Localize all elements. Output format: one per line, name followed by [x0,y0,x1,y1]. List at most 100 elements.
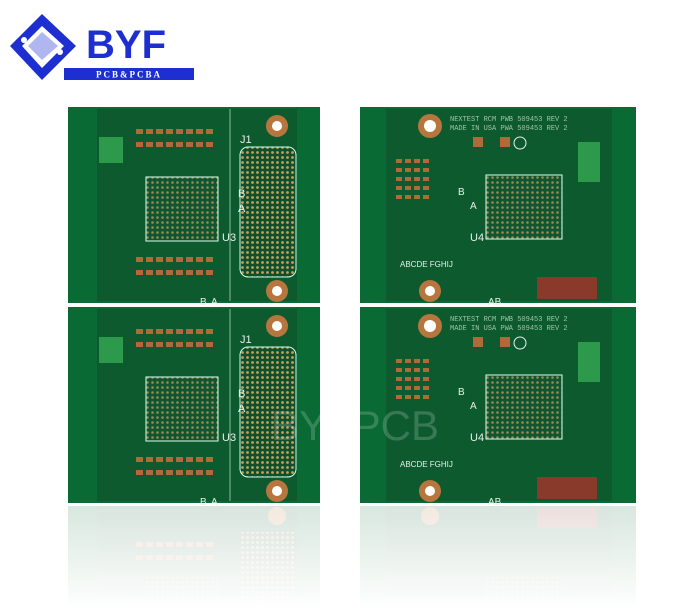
connector-j1 [239,146,297,278]
smd-component [136,270,143,275]
smd-component [414,186,420,190]
smd-component [405,377,411,381]
smd-component [156,257,163,262]
smd-component [423,186,429,190]
smd-component [473,337,483,347]
smd-component [396,177,402,181]
smd-component [136,142,143,147]
smd-component [414,368,420,372]
smd-component [186,257,193,262]
hole [425,486,435,496]
smd-component [423,177,429,181]
silkscreen-line1: NEXTEST RCM PWB 509453 REV 2 [450,316,568,324]
smd-component [166,470,173,475]
smd-component [196,142,203,147]
smd-component [196,129,203,134]
smd-component [196,342,203,347]
smd-component [206,329,213,334]
logo-banner [64,68,194,80]
smd-component [156,342,163,347]
smd-component [414,395,420,399]
smd-component [156,470,163,475]
smd-component [166,142,173,147]
copper-pad [537,477,597,499]
smd-component [176,457,183,462]
hole [424,320,436,332]
label-ab: AB [488,497,502,508]
smd-component [156,142,163,147]
smd-component [396,195,402,199]
smd-component [136,129,143,134]
label-j1: J1 [240,334,252,346]
logo-brand: BYF [86,23,166,67]
label-u3: U3 [222,432,236,444]
logo-via [57,49,63,55]
smd-component [136,257,143,262]
smd-component [206,142,213,147]
connector-j1 [239,346,297,478]
smd-component [196,270,203,275]
bga-chip-u3 [145,376,219,442]
smd-component [146,329,153,334]
label-series: ABCDE FGHIJ [400,260,453,269]
smd-component [405,177,411,181]
smd-component [405,395,411,399]
hole [272,321,282,331]
smd-component [166,457,173,462]
smd-component [206,129,213,134]
smd-component [423,195,429,199]
smd-component [500,337,510,347]
smd-component [396,359,402,363]
copper-fill [99,337,123,363]
pb-free-icon [513,336,527,350]
label-b: B [458,187,465,198]
smd-component [396,386,402,390]
copper-pad [537,277,597,299]
copper-fill [578,342,600,382]
hole [425,286,435,296]
smd-component [166,257,173,262]
smd-component [186,329,193,334]
smd-component [186,457,193,462]
smd-component [414,159,420,163]
smd-component [186,270,193,275]
label-b: B [200,297,207,308]
hole [272,486,282,496]
label-j1: J1 [240,134,252,146]
smd-component [206,270,213,275]
smd-component [136,342,143,347]
smd-component [396,168,402,172]
smd-component [423,168,429,172]
smd-component [146,270,153,275]
smd-component [176,270,183,275]
label-u4: U4 [470,232,484,244]
smd-component [146,257,153,262]
smd-component [206,457,213,462]
smd-component [414,359,420,363]
smd-component [146,457,153,462]
smd-component [176,329,183,334]
smd-component [405,195,411,199]
watermark: BYFPCB [271,402,439,449]
smd-component [196,457,203,462]
bga-chip-u3 [145,176,219,242]
smd-component [414,195,420,199]
smd-component [136,470,143,475]
smd-component [196,329,203,334]
smd-component [405,368,411,372]
silkscreen-line2: MADE IN USA PWA 509453 REV 2 [450,325,568,333]
smd-component [146,142,153,147]
smd-component [396,186,402,190]
bga-chip-u4 [485,174,563,240]
label-a: A [238,403,246,415]
smd-component [156,329,163,334]
label-u4: U4 [470,432,484,444]
smd-component [136,457,143,462]
smd-component [423,368,429,372]
smd-component [136,329,143,334]
smd-component [156,457,163,462]
silkscreen-line2: MADE IN USA PWA 509453 REV 2 [450,125,568,133]
